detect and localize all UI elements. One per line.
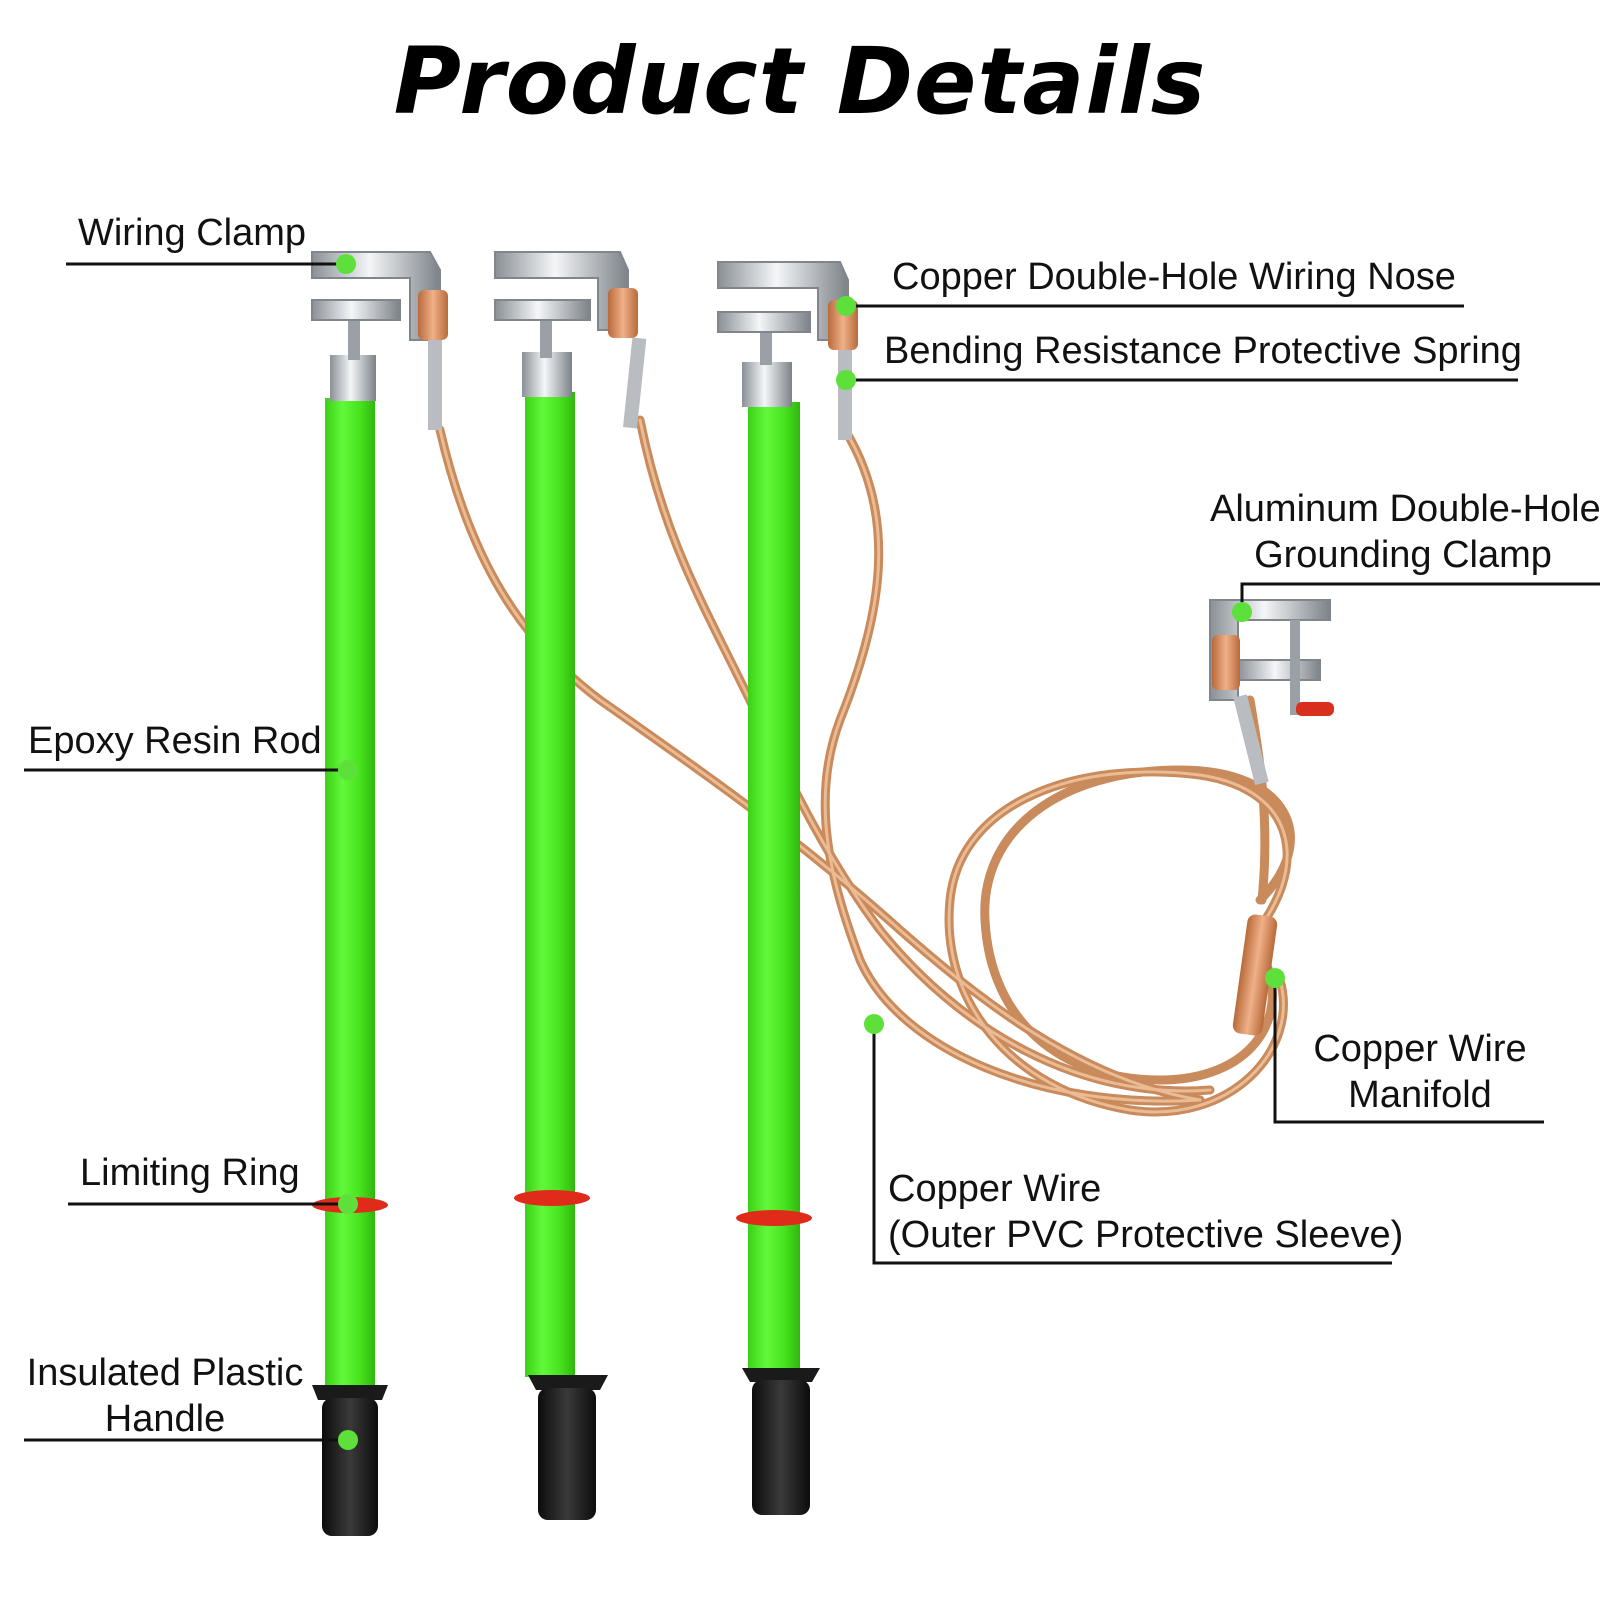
rod-1 xyxy=(311,251,448,1536)
page-title: Product Details xyxy=(393,28,1207,135)
wire-rod3 xyxy=(820,425,1205,1106)
label-copper-nose: Copper Double-Hole Wiring Nose xyxy=(892,256,1456,298)
wire-coil-2 xyxy=(980,765,1295,1085)
markers xyxy=(336,254,1285,1450)
rod-3 xyxy=(717,261,858,1515)
label-handle: Insulated Plastic Handle xyxy=(24,1350,306,1442)
label-handle-line2: Handle xyxy=(104,1398,226,1440)
label-copper-wire: Copper Wire (Outer PVC Protective Sleeve… xyxy=(888,1166,1403,1258)
marker-copper-nose xyxy=(836,296,856,316)
marker-copper-wire xyxy=(864,1014,884,1034)
label-manifold-line1: Copper Wire xyxy=(1313,1028,1527,1070)
marker-wiring-clamp xyxy=(336,254,356,274)
label-epoxy-rod: Epoxy Resin Rod xyxy=(28,720,322,762)
label-limiting-ring: Limiting Ring xyxy=(80,1152,300,1194)
copper-manifold xyxy=(1232,914,1278,1036)
marker-spring xyxy=(836,370,856,390)
label-manifold: Copper Wire Manifold xyxy=(1300,1026,1540,1118)
marker-limiting-ring xyxy=(338,1194,358,1214)
label-aluminum-clamp-line1: Aluminum Double-Hole xyxy=(1210,488,1600,530)
label-copper-wire-line2: (Outer PVC Protective Sleeve) xyxy=(888,1214,1404,1256)
label-wiring-clamp: Wiring Clamp xyxy=(78,212,307,254)
label-manifold-line2: Manifold xyxy=(1348,1074,1492,1116)
rod-2 xyxy=(494,251,647,1520)
label-aluminum-clamp-line2: Grounding Clamp xyxy=(1254,534,1552,576)
copper-wires xyxy=(435,415,1295,1117)
wire-rod2 xyxy=(635,415,1215,1096)
grounding-clamp xyxy=(1209,599,1334,786)
label-copper-wire-line1: Copper Wire xyxy=(888,1168,1102,1210)
marker-aluminum-clamp xyxy=(1232,602,1252,622)
marker-epoxy-rod xyxy=(338,760,358,780)
label-spring: Bending Resistance Protective Spring xyxy=(884,330,1522,372)
label-handle-line1: Insulated Plastic xyxy=(26,1352,304,1394)
marker-manifold xyxy=(1265,968,1285,988)
label-aluminum-clamp: Aluminum Double-Hole Grounding Clamp xyxy=(1210,486,1600,578)
marker-handle xyxy=(338,1430,358,1450)
